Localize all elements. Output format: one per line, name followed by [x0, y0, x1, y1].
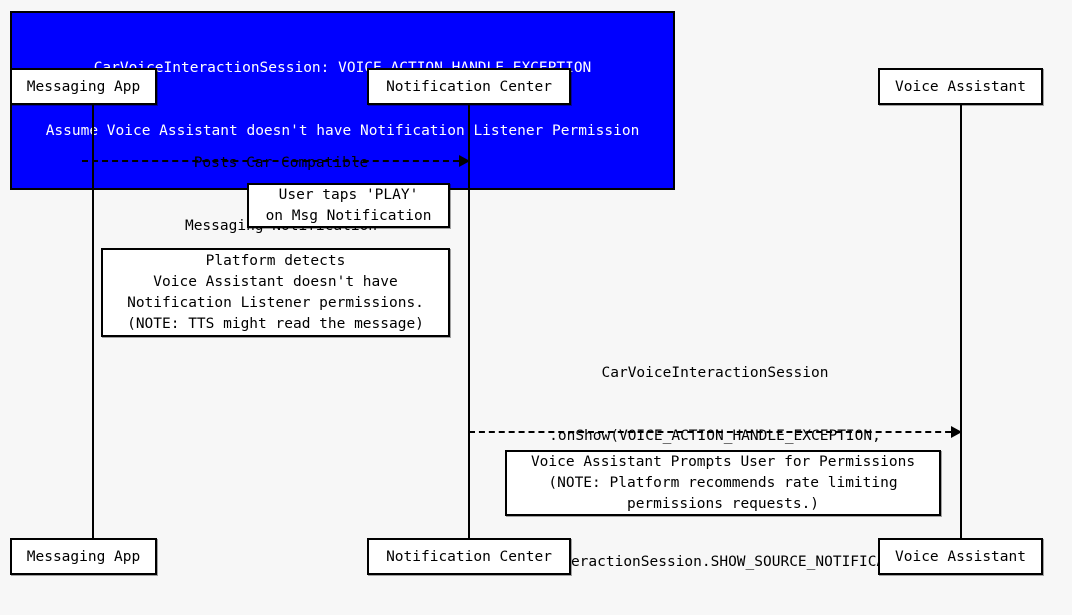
message-label-line-1: Posts Car Compatible — [193, 155, 369, 171]
message-label-line-2: .onShow(VOICE_ACTION_HANDLE_EXCEPTION, — [549, 428, 881, 444]
note-user-taps-play: User taps 'PLAY' on Msg Notification — [247, 183, 450, 228]
participant-notification-center-top[interactable]: Notification Center — [367, 68, 571, 105]
note-line-4: (NOTE: TTS might read the message) — [127, 315, 424, 332]
note-line-3: permissions requests.) — [626, 495, 820, 512]
arrow-shaft — [469, 431, 961, 433]
lifeline-voice-assistant — [960, 104, 962, 538]
participant-voice-assistant-top[interactable]: Voice Assistant — [878, 68, 1043, 105]
lifeline-messaging-app — [92, 104, 94, 538]
participant-label: Notification Center — [386, 78, 552, 95]
message-arrow-on-show — [469, 426, 962, 438]
note-platform-detects: Platform detects Voice Assistant doesn't… — [101, 248, 450, 337]
note-line-2: on Msg Notification — [265, 207, 432, 224]
note-line-3: Notification Listener permissions. — [127, 294, 424, 311]
note-line-2: Voice Assistant doesn't have — [153, 273, 398, 290]
participant-voice-assistant-bottom[interactable]: Voice Assistant — [878, 538, 1043, 575]
arrow-shaft — [82, 160, 469, 162]
note-line-2: (NOTE: Platform recommends rate limiting — [548, 474, 898, 491]
participant-messaging-app-bottom[interactable]: Messaging App — [10, 538, 157, 575]
participant-label: Voice Assistant — [895, 78, 1026, 95]
note-line-1: Platform detects — [205, 252, 346, 269]
diagram-title-line-2: Assume Voice Assistant doesn't have Noti… — [45, 123, 640, 139]
sequence-diagram-canvas: CarVoiceInteractionSession: VOICE_ACTION… — [10, 11, 1043, 575]
note-line-1: User taps 'PLAY' — [278, 186, 419, 203]
arrow-head-icon — [459, 155, 470, 167]
participant-label: Voice Assistant — [895, 548, 1026, 565]
note-prompts-permissions: Voice Assistant Prompts User for Permiss… — [505, 450, 941, 516]
message-label-line-4: VoiceInteractionSession.SHOW_SOURCE_NOTI… — [501, 554, 929, 570]
participant-label: Notification Center — [386, 548, 552, 565]
message-arrow-post-notification — [82, 155, 470, 167]
lifeline-notification-center — [468, 104, 470, 538]
note-line-1: Voice Assistant Prompts User for Permiss… — [530, 453, 916, 470]
participant-label: Messaging App — [26, 78, 141, 95]
arrow-head-icon — [951, 426, 962, 438]
participant-notification-center-bottom[interactable]: Notification Center — [367, 538, 571, 575]
message-label-line-1: CarVoiceInteractionSession — [601, 365, 829, 381]
participant-label: Messaging App — [26, 548, 141, 565]
participant-messaging-app-top[interactable]: Messaging App — [10, 68, 157, 105]
